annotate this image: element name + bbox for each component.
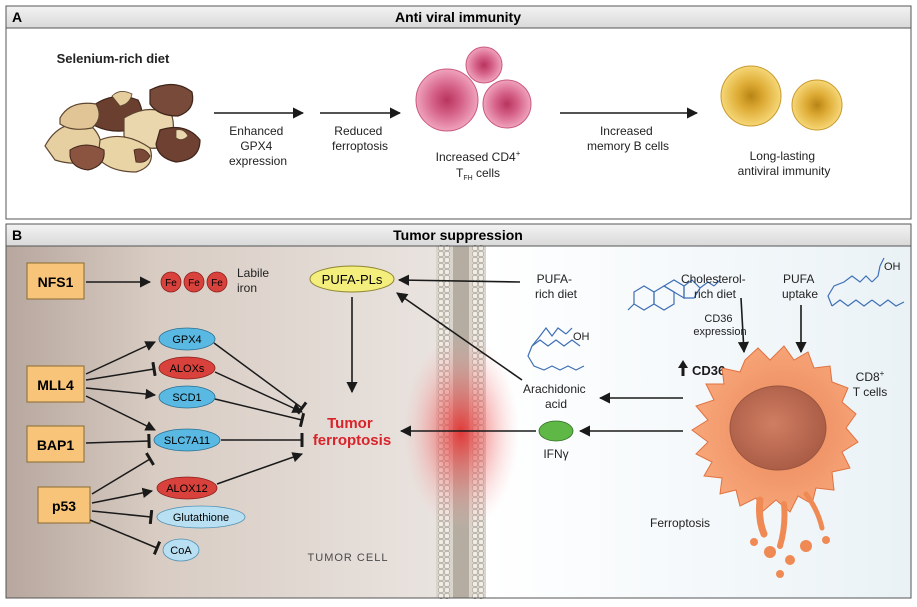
increased-cd4-label: Increased CD4+ (436, 149, 521, 164)
panel-a-title-bar (5, 5, 912, 29)
pufa-oh-label: OH (884, 261, 901, 273)
node-scd1: SCD1 (158, 385, 216, 409)
svg-text:SLC7A11: SLC7A11 (164, 435, 210, 447)
inhibit-p53-glutathione (91, 509, 154, 525)
svg-text:CoA: CoA (170, 545, 192, 557)
arachidonic-acid-label: Arachidonic acid (523, 382, 589, 411)
arrow-cholesterol-to-cd8 (737, 297, 750, 354)
arrow-aloxs-to-ferroptosis (214, 371, 303, 413)
tumor-cell-label: TUMOR CELL (308, 552, 389, 564)
cd8-label: CD8+ (856, 369, 885, 384)
pufa-rich-diet-label: PUFA- rich diet (535, 272, 578, 301)
node-gpx4: GPX4 (158, 327, 216, 351)
long-lasting-immunity-label: Long-lasting antiviral immunity (738, 149, 831, 178)
svg-text:SCD1: SCD1 (172, 392, 201, 404)
inhibit-p53-slc7a11 (91, 452, 155, 495)
svg-text:BAP1: BAP1 (37, 437, 75, 453)
arachidonic-acid-structure-icon (527, 327, 585, 371)
memory-b-cells (720, 65, 843, 131)
panel-b-letter: B (12, 227, 22, 243)
labile-iron-fe-circles: Fe Fe Fe (160, 271, 228, 293)
inhibit-p53-coa (89, 519, 162, 556)
labile-iron-label: Labile iron (237, 266, 272, 295)
inhibit-bap1-slc7a11 (85, 433, 151, 449)
panel-b: B Tumor suppression NFS1 MLL4 BAP1 p53 (5, 223, 912, 600)
gene-box-mll4: MLL4 (26, 365, 85, 403)
pufa-uptake-label: PUFA uptake (782, 272, 818, 301)
panel-a-letter: A (12, 9, 22, 25)
gene-box-bap1: BAP1 (26, 425, 85, 463)
node-ifng (538, 420, 574, 442)
arrow-pufa-diet-to-pufa-pls (397, 274, 521, 286)
pufa-structure-icon (827, 257, 905, 307)
node-slc7a11: SLC7A11 (153, 428, 221, 452)
cholesterol-structure-icon (627, 279, 721, 311)
enhanced-gpx4-label: Enhanced GPX4 expression (229, 124, 287, 168)
node-pufa-pls: PUFA-PLs (309, 265, 395, 293)
inhibit-scd1-ferroptosis (214, 398, 306, 428)
svg-text:NFS1: NFS1 (38, 274, 74, 290)
cd4-tfh-cells (415, 46, 532, 132)
tumor-cell-background (6, 246, 436, 598)
svg-text:MLL4: MLL4 (37, 377, 74, 393)
cd8-t-cell (691, 345, 859, 578)
membrane-ferroptosis-glow (403, 332, 519, 532)
gene-box-p53: p53 (37, 486, 91, 524)
cd36-label: CD36 (692, 363, 725, 378)
brazil-nuts-illustration (44, 83, 201, 173)
arrow-arachidonic-to-pufa-pls (396, 292, 523, 381)
svg-text:ALOX12: ALOX12 (166, 483, 208, 495)
svg-text:Fe: Fe (211, 278, 223, 289)
arrow-alox12-to-ferroptosis (216, 452, 303, 485)
node-glutathione: Glutathione (156, 505, 246, 529)
svg-text:GPX4: GPX4 (172, 334, 201, 346)
t-cells-label: T cells (853, 385, 887, 399)
node-coa: CoA (162, 538, 200, 562)
panel-a-title: Anti viral immunity (395, 9, 521, 25)
svg-text:Glutathione: Glutathione (173, 512, 229, 524)
cd36-expression-label: CD36 expression (693, 313, 746, 338)
tumor-ferroptosis-label: Tumor ferroptosis (313, 415, 391, 449)
node-alox12: ALOX12 (156, 476, 218, 500)
inhibit-gpx4-ferroptosis (213, 342, 308, 415)
svg-text:ALOXs: ALOXs (170, 363, 205, 375)
reduced-ferroptosis-label: Reduced ferroptosis (332, 124, 388, 153)
arrow-mll4-to-gpx4 (85, 341, 156, 375)
cd36-up-arrow-icon (678, 360, 688, 376)
arrow-mll4-to-scd1 (85, 387, 157, 400)
arrow-mll4-to-slc7a11 (85, 395, 156, 431)
svg-text:Fe: Fe (188, 278, 200, 289)
node-aloxs: ALOXs (158, 356, 216, 380)
tfh-cells-label: TFH cells (456, 166, 500, 182)
ferroptosis-label: Ferroptosis (650, 516, 710, 530)
selenium-diet-label: Selenium-rich diet (57, 51, 170, 66)
gene-box-nfs1: NFS1 (26, 262, 85, 300)
arachidonic-oh-label: OH (573, 331, 590, 343)
arrow-p53-to-alox12 (91, 487, 154, 504)
inhibit-mll4-aloxs (85, 361, 157, 381)
svg-text:PUFA-PLs: PUFA-PLs (322, 272, 383, 287)
panel-a: A Anti viral immunity Selenium-rich diet… (5, 5, 912, 220)
panel-b-title: Tumor suppression (393, 227, 523, 243)
svg-text:Fe: Fe (165, 278, 177, 289)
ifng-label: IFNγ (543, 447, 568, 461)
cholesterol-diet-label: Cholesterol- rich diet (681, 272, 749, 301)
memory-b-label: Increased memory B cells (587, 124, 669, 153)
svg-text:p53: p53 (52, 498, 76, 514)
